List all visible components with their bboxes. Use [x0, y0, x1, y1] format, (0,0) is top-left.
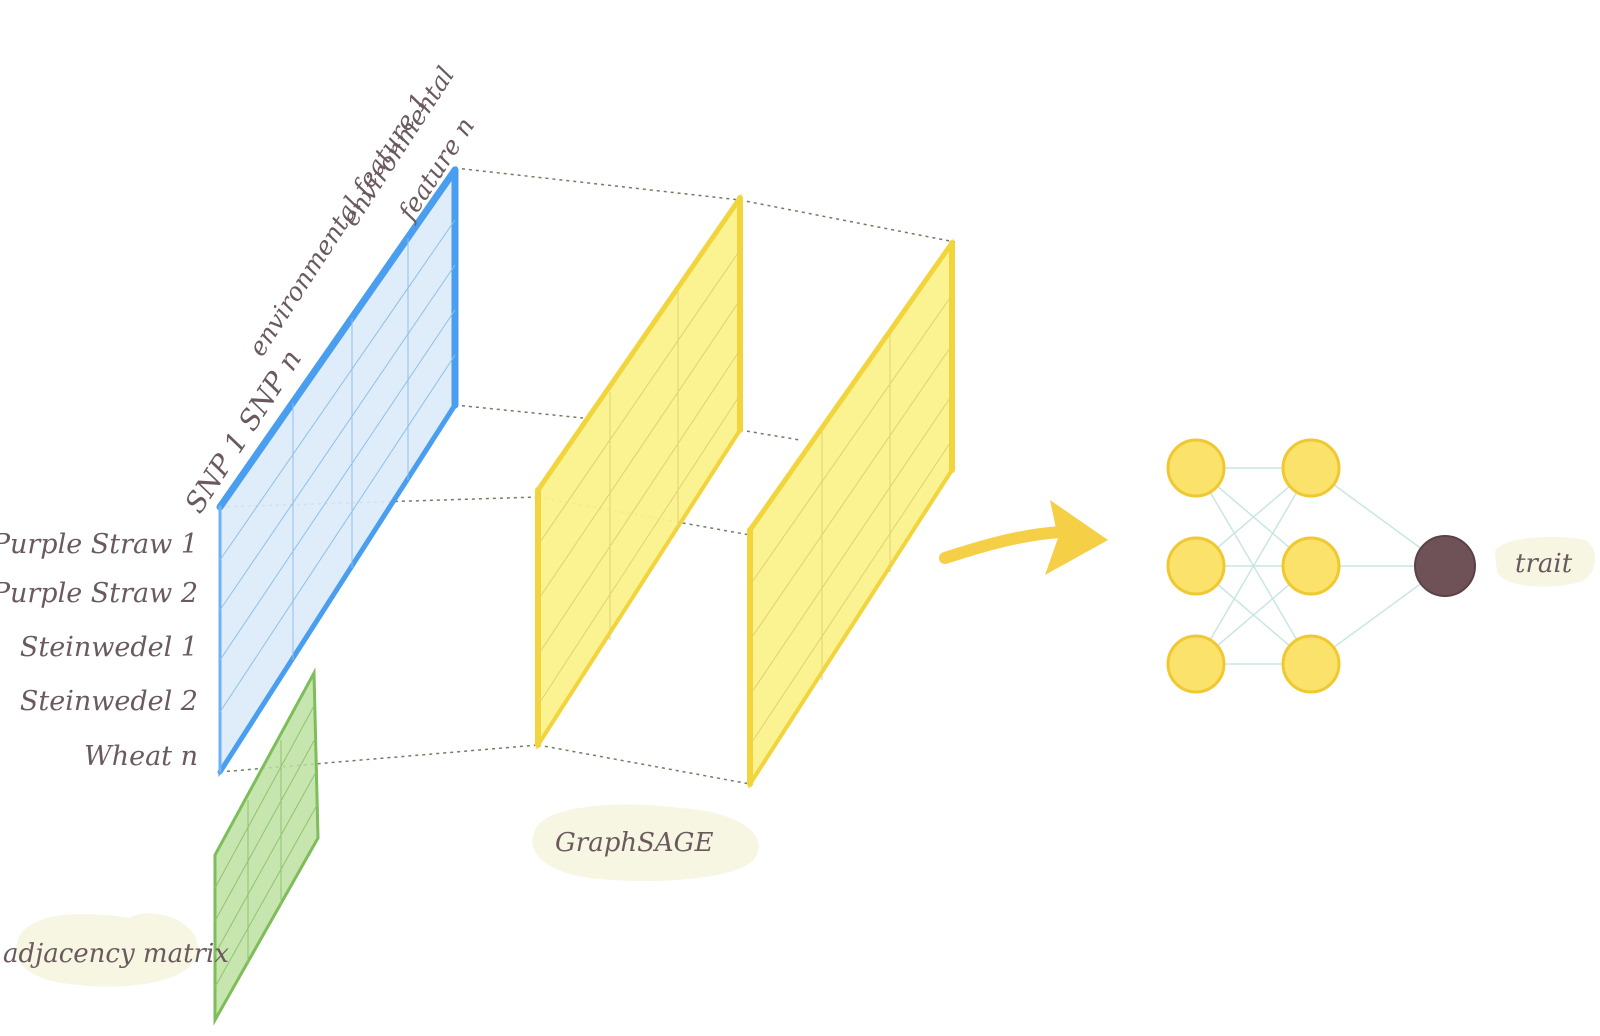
graphsage-layer-1-panel [535, 193, 743, 751]
trait-caption-blob [1495, 536, 1596, 587]
row-label-steinwedel-1: Steinwedel 1 [20, 632, 198, 663]
curved-arrow [939, 500, 1108, 575]
row-label-purple-straw-2: Purple Straw 2 [0, 578, 198, 609]
adjacency-matrix-caption: adjacency matrix [3, 939, 229, 969]
hidden-layer [1281, 438, 1341, 694]
input-node [1166, 634, 1226, 694]
graphsage-layer-2-panel [747, 238, 955, 790]
row-label-steinwedel-2: Steinwedel 2 [20, 686, 198, 717]
output-node [1414, 535, 1476, 597]
input-layer [1166, 438, 1226, 694]
row-labels: Purple Straw 1 Purple Straw 2 Steinwedel… [0, 529, 198, 772]
graphsage-caption: GraphSAGE [555, 828, 713, 858]
neural-network [1166, 438, 1476, 694]
hidden-node [1281, 438, 1341, 498]
row-label-purple-straw-1: Purple Straw 1 [0, 529, 198, 560]
graphsage-caption-blob [532, 804, 759, 881]
input-node [1166, 536, 1226, 596]
row-label-wheat-n: Wheat n [84, 741, 198, 772]
adjacency-caption-blob [16, 913, 199, 987]
input-node [1166, 438, 1226, 498]
adjacency-matrix-panel [213, 667, 320, 1026]
trait-caption: trait [1515, 549, 1573, 579]
hidden-node [1281, 634, 1341, 694]
feature-matrix-panel [216, 165, 459, 778]
hidden-node [1281, 536, 1341, 596]
